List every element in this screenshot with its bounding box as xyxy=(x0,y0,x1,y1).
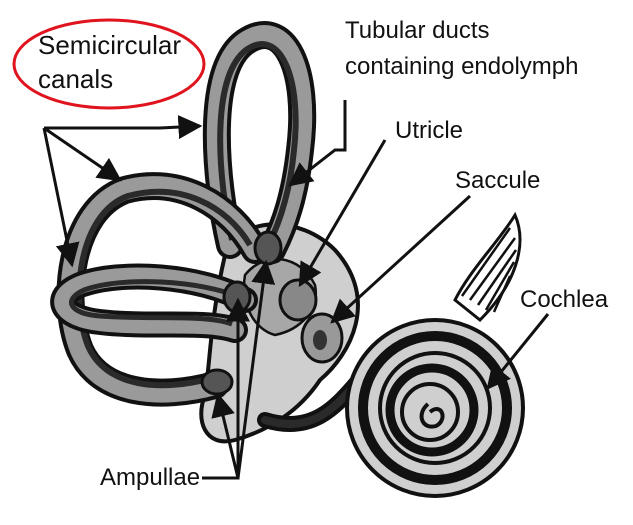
saccule-pointer xyxy=(332,196,470,322)
semicircular-pointer-bottom xyxy=(44,128,72,265)
semicircular-pointer-middle xyxy=(44,128,120,180)
semicircular-pointer-top xyxy=(44,126,200,128)
saccule-label: Saccule xyxy=(455,167,540,194)
tubular-ducts-label-line2: containing endolymph xyxy=(345,53,579,80)
cochlea-spiral xyxy=(347,320,523,496)
cochlea-label: Cochlea xyxy=(520,286,609,313)
semicircular-canals-label-line1: Semicircular xyxy=(38,30,181,60)
ampullae-label: Ampullae xyxy=(100,464,200,491)
cochlea-hatched-part xyxy=(455,215,520,320)
utricle-label: Utricle xyxy=(395,117,463,144)
tubular-ducts-label-line1: Tubular ducts xyxy=(345,17,490,44)
semicircular-canals-label-line2: canals xyxy=(38,64,113,94)
